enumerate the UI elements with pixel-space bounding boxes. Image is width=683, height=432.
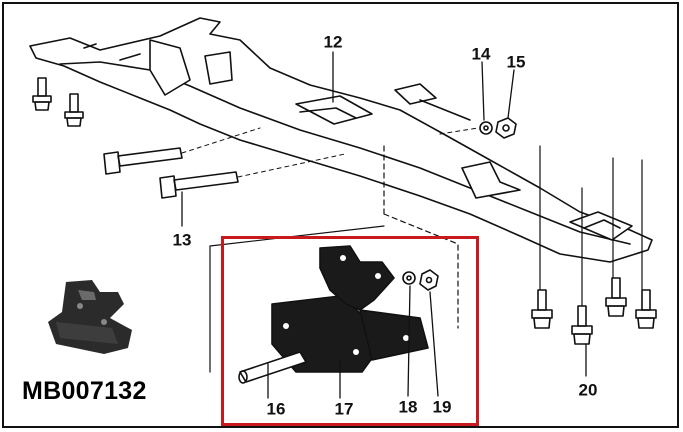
part-number-label: MB007132 [22, 377, 147, 405]
pin-16 [238, 351, 307, 384]
highlighted-parts-box [221, 236, 479, 426]
leader-lines [181, 51, 587, 399]
callout-19: 19 [432, 397, 452, 417]
callout-20: 20 [578, 380, 598, 400]
crossmember-12 [29, 17, 653, 263]
washer-14-nut-15 [439, 117, 517, 139]
callout-14: 14 [471, 44, 491, 64]
callout-12: 12 [323, 32, 343, 52]
long-bolts-13 [103, 127, 346, 199]
right-bolts-20 [531, 145, 657, 345]
callout-18: 18 [398, 397, 418, 417]
callout-15: 15 [506, 52, 526, 72]
callout-13: 13 [172, 230, 192, 250]
diagram-frame [2, 2, 679, 428]
callout-16: 16 [266, 399, 286, 419]
callout-17: 17 [334, 399, 354, 419]
left-bolts [32, 77, 84, 127]
washer-18-nut-19 [402, 269, 439, 291]
product-photo [48, 280, 132, 354]
